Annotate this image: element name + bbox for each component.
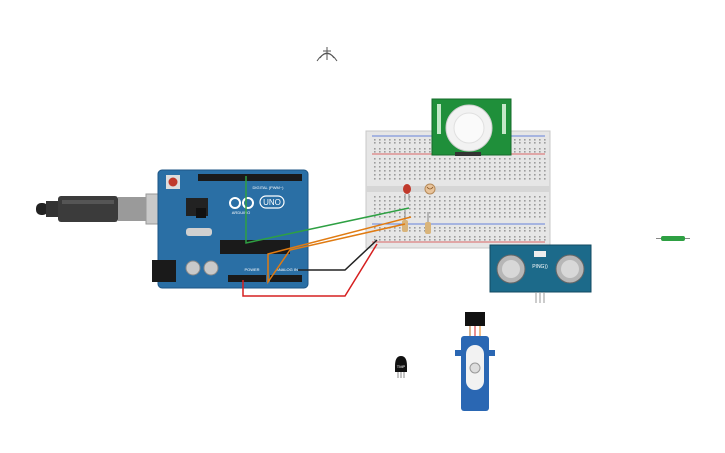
- breadboard-holes: [374, 139, 546, 241]
- floating-component[interactable]: [656, 236, 690, 241]
- temperature-sensor[interactable]: TMP: [395, 356, 407, 378]
- led[interactable]: [403, 184, 411, 200]
- ultrasonic-sensor[interactable]: PING)): [489, 244, 592, 303]
- antenna-icon[interactable]: [316, 47, 338, 62]
- ultrasonic-label: PING)): [532, 264, 548, 270]
- arduino-model-label: UNO: [263, 198, 281, 207]
- analog-header-label: ANALOG IN: [276, 267, 298, 272]
- power-header-label: POWER: [244, 267, 259, 272]
- arduino-brand-label: ARDUINO: [232, 210, 250, 215]
- wire-black[interactable]: [298, 239, 378, 271]
- resistor[interactable]: [402, 210, 431, 234]
- digital-header-label: DIGITAL (PWM~): [253, 185, 285, 190]
- pir-sensor[interactable]: [431, 98, 512, 156]
- arduino-uno[interactable]: UNO ARDUINO DIGITAL (PWM~) POWER ANALOG …: [152, 169, 309, 289]
- wire-red[interactable]: [242, 243, 378, 297]
- wire-green[interactable]: [245, 176, 410, 244]
- tmp-label: TMP: [397, 364, 406, 369]
- arduino-logo-icon: [229, 197, 254, 209]
- photoresistor[interactable]: [424, 183, 436, 195]
- wire-orange[interactable]: [267, 216, 412, 262]
- servo-motor[interactable]: [455, 312, 495, 411]
- wire-orange-2[interactable]: [267, 223, 406, 285]
